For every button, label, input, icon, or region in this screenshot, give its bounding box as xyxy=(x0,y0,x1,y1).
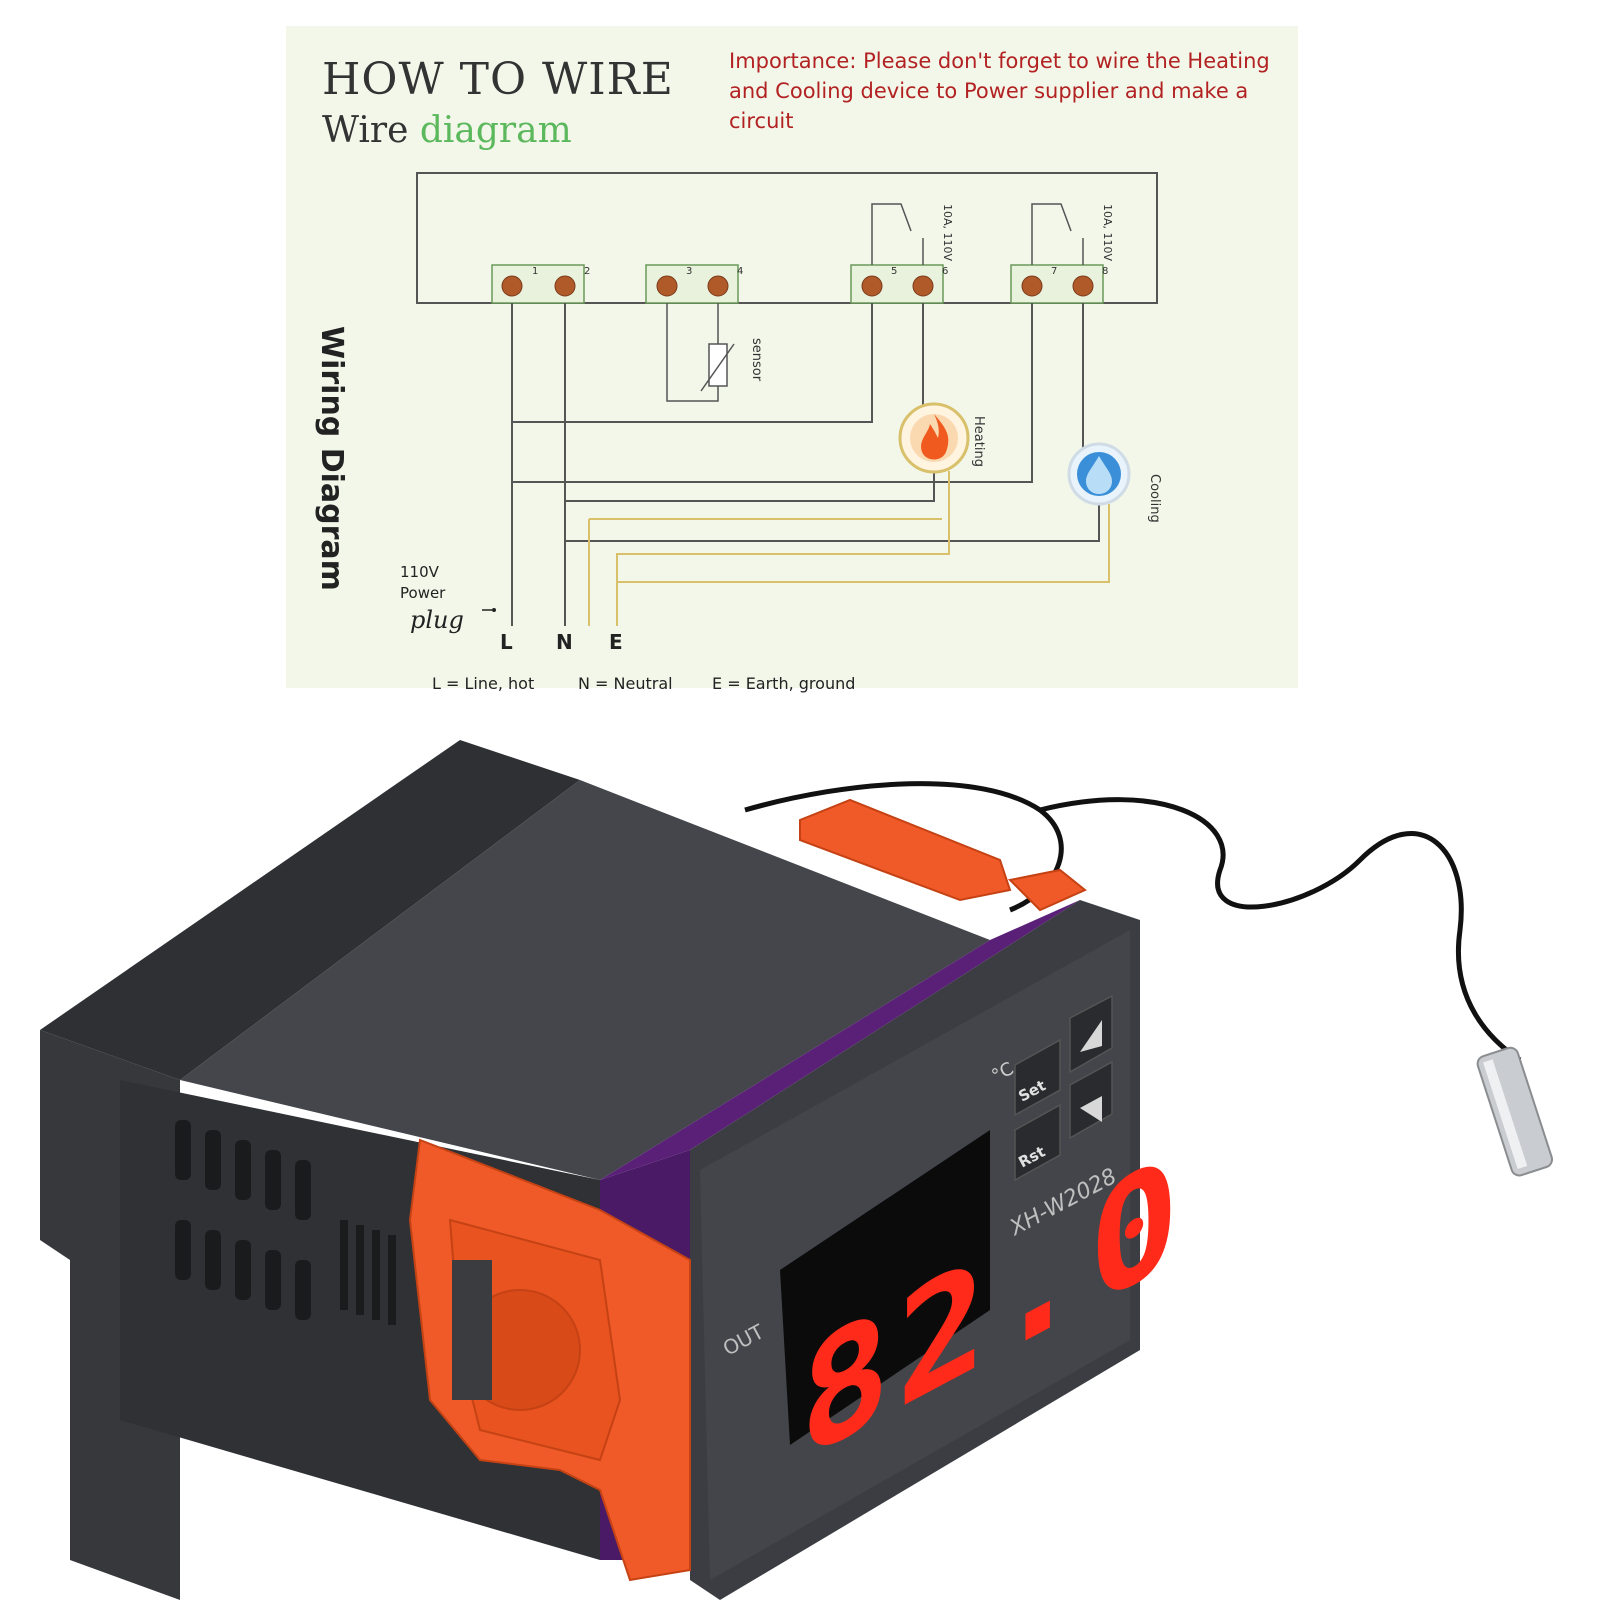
diagram-title: HOW TO WIRE xyxy=(322,54,674,105)
rst-button[interactable] xyxy=(1014,1103,1061,1182)
mounting-clip-top xyxy=(799,798,1087,912)
legend-line: L = Line, hot xyxy=(432,674,535,693)
terminal-label-5: 5 xyxy=(891,266,898,277)
terminal-2 xyxy=(554,275,576,297)
thermostat-device xyxy=(40,740,1554,1600)
probe-cable xyxy=(1039,797,1522,1063)
triangle-up-icon xyxy=(1080,1020,1102,1052)
wiring-schematic xyxy=(416,172,1158,626)
relay-rating-1: 10A, 110V xyxy=(941,204,954,262)
probe-tip xyxy=(1476,1046,1554,1177)
controller-outline xyxy=(416,172,1158,304)
sensor-resistor xyxy=(708,343,728,387)
power-word: Power xyxy=(400,584,446,602)
terminal-6 xyxy=(912,275,934,297)
subtitle-word-wire: Wire xyxy=(322,110,409,151)
housing-vents xyxy=(175,1120,396,1325)
relay-contact-2 xyxy=(1031,203,1072,265)
diagram-subtitle: Wire diagram xyxy=(322,110,572,151)
terminal-label-1: 1 xyxy=(532,266,539,277)
power-voltage: 110V xyxy=(400,563,439,581)
display-window xyxy=(780,1130,990,1445)
terminal-label-8: 8 xyxy=(1102,266,1109,277)
line-letter-e: E xyxy=(609,630,623,654)
terminal-1 xyxy=(501,275,523,297)
power-label: 110V Power xyxy=(400,562,445,604)
terminal-label-7: 7 xyxy=(1051,266,1058,277)
relay-rating-2: 10A, 110V xyxy=(1101,204,1114,262)
wiring-diagram-title: Wiring Diagram xyxy=(314,326,349,591)
heating-label: Heating xyxy=(971,416,986,467)
housing-top-label xyxy=(180,780,990,1180)
terminal-8 xyxy=(1072,275,1094,297)
legend-neutral: N = Neutral xyxy=(578,674,673,693)
terminal-label-4: 4 xyxy=(737,266,744,277)
terminal-7 xyxy=(1021,275,1043,297)
terminal-3 xyxy=(656,275,678,297)
water-drop-icon xyxy=(1086,456,1112,494)
triangle-down-icon xyxy=(1080,1096,1102,1122)
line-letter-l: L xyxy=(500,630,513,654)
housing-top-left xyxy=(40,740,580,1080)
line-letter-n: N xyxy=(556,630,573,654)
plug-label: plug xyxy=(410,606,464,634)
set-button[interactable] xyxy=(1014,1038,1061,1117)
terminal-label-2: 2 xyxy=(584,266,591,277)
sensor-label: sensor xyxy=(749,338,764,382)
terminal-label-3: 3 xyxy=(686,266,693,277)
cooling-label: Cooling xyxy=(1147,474,1162,523)
legend-earth: E = Earth, ground xyxy=(712,674,856,693)
wiring-diagram-panel: HOW TO WIRE Wire diagram Importance: Ple… xyxy=(286,26,1298,693)
terminal-label-6: 6 xyxy=(942,266,949,277)
importance-note: Importance: Please don't forget to wire … xyxy=(729,49,1270,133)
terminal-4 xyxy=(707,275,729,297)
terminal-5 xyxy=(861,275,883,297)
relay-contact-1 xyxy=(871,203,912,265)
up-button[interactable] xyxy=(1069,994,1113,1074)
earth-wire xyxy=(616,471,950,626)
mounting-clip-front xyxy=(408,1138,691,1582)
down-button[interactable] xyxy=(1069,1060,1113,1140)
flame-icon xyxy=(921,414,949,460)
subtitle-word-diagram: diagram xyxy=(419,110,572,151)
purple-band xyxy=(600,900,1080,1180)
